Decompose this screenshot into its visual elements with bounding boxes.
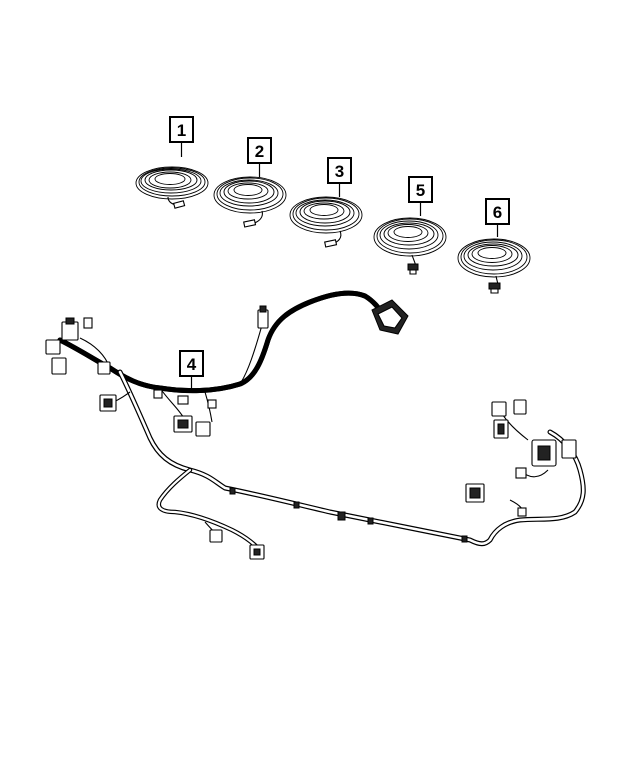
callout-1-label: 1: [177, 121, 186, 140]
callout-5[interactable]: 5: [408, 176, 433, 216]
callout-2[interactable]: 2: [247, 137, 272, 177]
connector-right-cluster: [465, 399, 577, 517]
callout-1[interactable]: 1: [169, 116, 194, 157]
callout-4-label: 4: [187, 355, 197, 374]
callout-3[interactable]: 3: [327, 157, 352, 197]
connector-left-cluster: [45, 317, 117, 412]
main-wire-harness: [45, 293, 586, 560]
coiled-harness-1: [135, 166, 209, 209]
connector-top-right: [371, 299, 409, 335]
connector-lower-left: [209, 529, 265, 560]
callout-6[interactable]: 6: [485, 198, 510, 237]
callout-5-label: 5: [416, 181, 425, 200]
coiled-harness-5: [373, 217, 447, 275]
callout-4[interactable]: 4: [179, 350, 204, 389]
callout-6-label: 6: [493, 203, 502, 222]
connector-top-mid: [257, 305, 269, 329]
coiled-harness-6: [457, 238, 531, 294]
callout-2-label: 2: [255, 142, 264, 161]
harness-trunk: [57, 293, 586, 555]
connector-center-cluster: [153, 389, 217, 437]
harness-clips: [229, 487, 468, 543]
coiled-harness-3: [289, 196, 363, 248]
coiled-harness-2: [213, 176, 287, 228]
callout-3-label: 3: [335, 162, 344, 181]
